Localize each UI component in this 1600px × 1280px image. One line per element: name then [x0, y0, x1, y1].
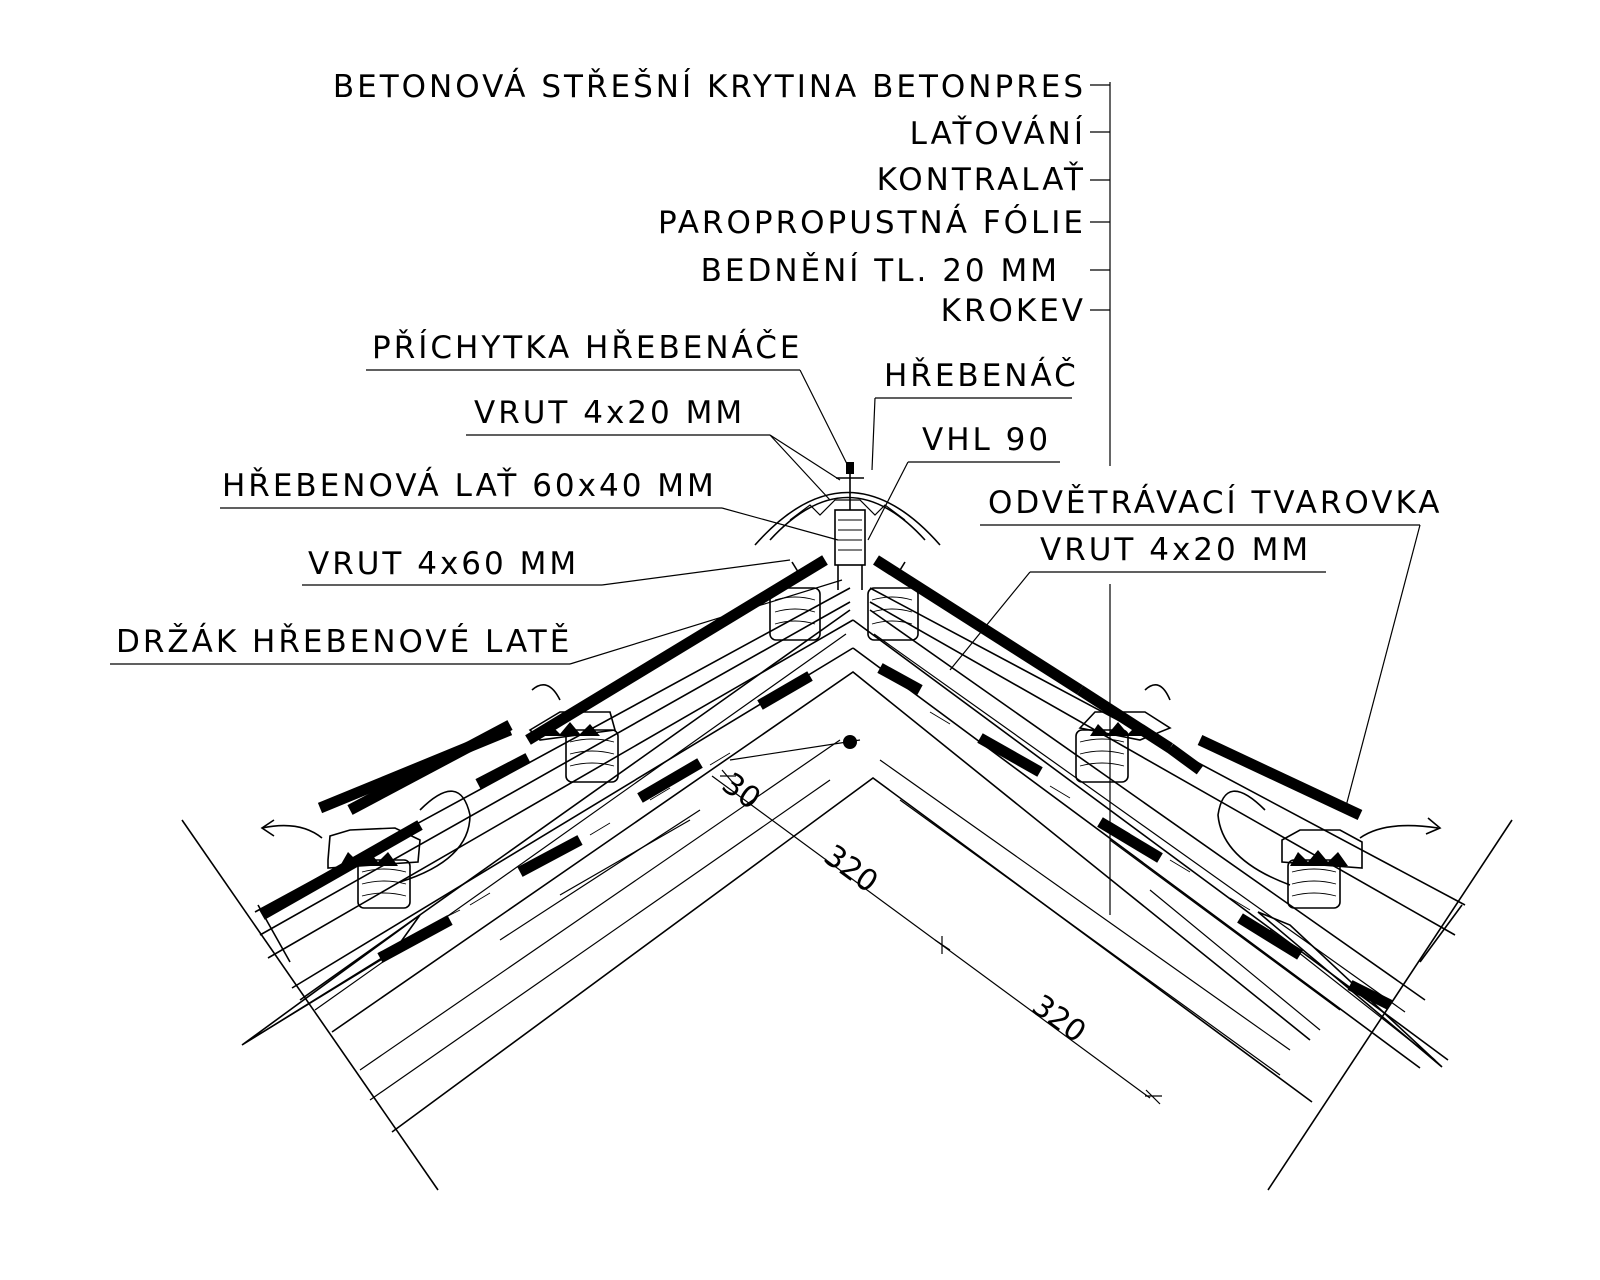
airflow-arrow-right-icon	[1359, 824, 1439, 839]
label-drzak-hrebenove-late: DRŽÁK HŘEBENOVÉ LATĚ	[116, 624, 572, 660]
dimension-lines	[711, 739, 1162, 1105]
label-vrut-4x20-left: VRUT 4x20 MM	[474, 395, 745, 431]
dim-320-upper: 320	[817, 838, 884, 900]
label-paropropustna-folie: PAROPROPUSTNÁ FÓLIE	[658, 204, 1086, 241]
dim-30: 30	[715, 766, 766, 817]
layer-lines-right	[869, 587, 1466, 1013]
labels: BETONOVÁ STŘEŠNÍ KRYTINA BETONPRES LAŤOV…	[116, 68, 1442, 660]
vent-tiles	[327, 684, 1363, 886]
label-vhl-90: VHL 90	[922, 422, 1051, 458]
rafter-outline	[181, 619, 1513, 1191]
batten-right-upper	[867, 587, 919, 641]
label-odvetravaci-tvarovka: ODVĚTRÁVACÍ TVAROVKA	[988, 485, 1442, 521]
counter-batten-left	[439, 752, 731, 921]
label-krokev: KROKEV	[941, 293, 1086, 329]
airflow-arrow-left-icon	[261, 824, 323, 839]
label-betonova-stresni-krytina: BETONOVÁ STŘEŠNÍ KRYTINA BETONPRES	[333, 68, 1086, 105]
tile-sections	[259, 555, 1393, 1010]
label-bedneni: BEDNĚNÍ TL. 20 MM	[701, 253, 1060, 289]
batten-right-mid	[1075, 729, 1129, 783]
ridge-tile	[754, 462, 941, 590]
label-latovani: LAŤOVÁNÍ	[910, 116, 1086, 152]
label-vrut-4x20-right: VRUT 4x20 MM	[1040, 532, 1311, 568]
leaders	[110, 82, 1421, 915]
airflow-arrows	[260, 817, 1442, 839]
battens	[357, 587, 1341, 921]
batten-right-low	[1287, 859, 1341, 909]
label-hrebenova-lat: HŘEBENOVÁ LAŤ 60x40 MM	[222, 468, 717, 504]
label-hrebenac: HŘEBENÁČ	[884, 357, 1079, 394]
dim-320-lower: 320	[1025, 988, 1092, 1050]
roof-structure	[181, 587, 1513, 1191]
label-kontralat: KONTRALAŤ	[877, 162, 1086, 198]
label-vrut-4x60: VRUT 4x60 MM	[308, 546, 579, 582]
label-prichytka-hrebenace: PŘÍCHYTKA HŘEBENÁČE	[372, 329, 802, 366]
counter-batten-right	[929, 711, 1251, 911]
